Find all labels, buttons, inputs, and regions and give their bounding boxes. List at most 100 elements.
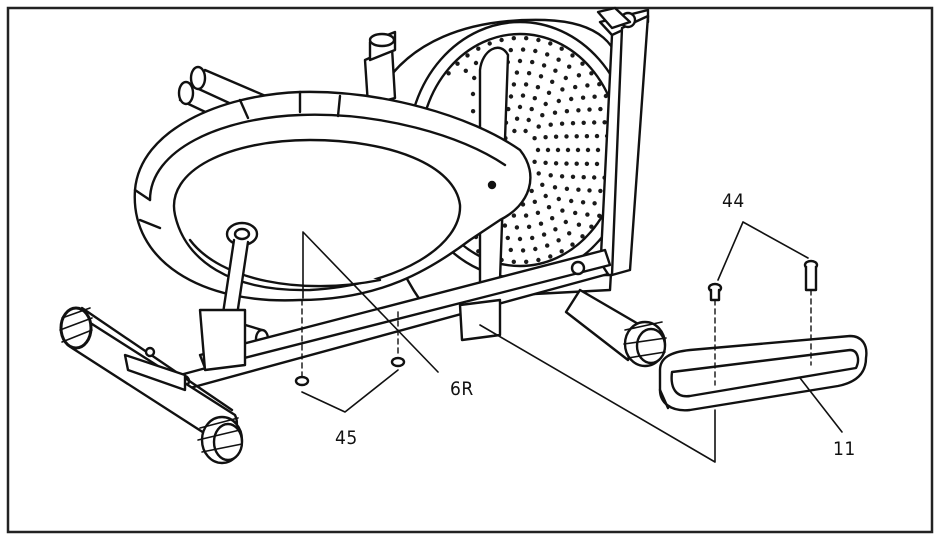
vent-dot	[580, 234, 585, 239]
vent-dot	[552, 110, 558, 115]
vent-dot	[595, 147, 601, 153]
vent-dot	[514, 70, 520, 75]
vent-dot	[508, 47, 513, 53]
vent-dot	[584, 161, 590, 166]
vent-dot	[555, 147, 561, 153]
vent-dot	[541, 63, 547, 68]
vent-dot	[603, 93, 609, 99]
nut-45-left	[294, 299, 310, 387]
vent-dot	[581, 120, 586, 126]
vent-dot	[567, 64, 572, 69]
foot-pedal-11	[658, 334, 868, 412]
vent-dot	[530, 235, 535, 241]
vent-dot	[560, 87, 565, 92]
vent-dot	[517, 58, 523, 64]
vent-dot	[587, 107, 592, 112]
vent-dot	[569, 198, 574, 204]
vent-dot	[602, 120, 607, 125]
vent-dot	[526, 71, 532, 76]
vent-dot	[532, 159, 537, 164]
vent-dot	[538, 74, 544, 79]
vent-dot	[576, 73, 582, 78]
vent-dot	[563, 75, 568, 81]
vent-dot	[574, 134, 579, 139]
vent-dot	[499, 37, 504, 43]
vent-dot	[508, 94, 514, 99]
vent-dot	[585, 83, 590, 88]
rear-stabilizer	[59, 306, 244, 465]
vent-dot	[550, 79, 555, 85]
vent-dot	[529, 106, 534, 112]
callout-44: 44	[722, 190, 745, 212]
vent-dot	[514, 116, 520, 121]
vent-dot	[592, 201, 597, 206]
vent-dot	[532, 96, 537, 101]
vent-dot	[508, 247, 513, 253]
vent-dot	[553, 134, 559, 139]
vent-dot	[573, 84, 578, 90]
vent-dot	[553, 68, 558, 73]
vent-dot	[594, 161, 600, 167]
callout-11: 11	[833, 438, 856, 460]
vent-dot	[543, 101, 548, 107]
vent-dot	[584, 134, 590, 139]
vent-dot	[538, 221, 544, 226]
vent-dot	[511, 259, 516, 264]
vent-dot	[543, 193, 548, 199]
vent-dot	[598, 106, 603, 112]
vent-dot	[540, 182, 545, 187]
vent-dot	[524, 259, 529, 264]
vent-dot	[526, 117, 531, 123]
vent-dot	[545, 52, 550, 57]
vent-dot	[535, 85, 541, 90]
vent-dot	[553, 227, 558, 232]
vent-dot	[597, 213, 602, 218]
vent-dot	[470, 91, 476, 97]
vent-dot	[559, 249, 564, 254]
vent-dot	[576, 108, 581, 113]
vent-dot	[552, 185, 558, 190]
vent-dot	[546, 90, 552, 96]
vent-dot	[545, 243, 550, 248]
vent-dot	[535, 210, 541, 215]
vent-dot	[524, 36, 529, 41]
vent-dot	[463, 68, 468, 74]
vent-dot	[581, 175, 586, 180]
vent-dot	[576, 222, 582, 227]
vent-dot	[592, 175, 597, 180]
vent-dot	[470, 109, 476, 114]
vent-dot	[556, 98, 561, 104]
vent-dot	[520, 248, 526, 253]
vent-dot	[523, 128, 528, 134]
vent-dot	[564, 161, 569, 166]
vent-dot	[533, 48, 538, 54]
vent-dot	[564, 134, 569, 139]
vent-dot	[548, 173, 553, 178]
vent-dot	[476, 46, 481, 51]
vent-dot	[565, 147, 571, 153]
nut-45-right	[390, 311, 406, 368]
vent-dot	[533, 246, 538, 252]
leader-lines	[301, 221, 843, 463]
vent-dot	[570, 121, 576, 126]
vent-dot	[523, 82, 529, 87]
bolt-44-left	[707, 282, 723, 386]
vent-dot	[569, 96, 574, 102]
vent-dot	[546, 205, 552, 210]
vent-dot	[589, 71, 594, 76]
vent-dot	[465, 53, 470, 58]
vent-dot	[559, 121, 565, 126]
diagram-border	[6, 6, 934, 534]
vent-dot	[597, 82, 602, 87]
vent-dot	[502, 223, 508, 228]
vent-dot	[573, 210, 578, 216]
elliptical-trainer-drawing	[59, 6, 868, 465]
vent-dot	[472, 75, 477, 81]
vent-dot	[563, 219, 568, 225]
vent-dot	[523, 213, 529, 218]
vent-dot	[511, 36, 516, 41]
vent-dot	[570, 174, 576, 179]
vent-dot	[575, 147, 581, 153]
vent-dot	[517, 236, 523, 242]
